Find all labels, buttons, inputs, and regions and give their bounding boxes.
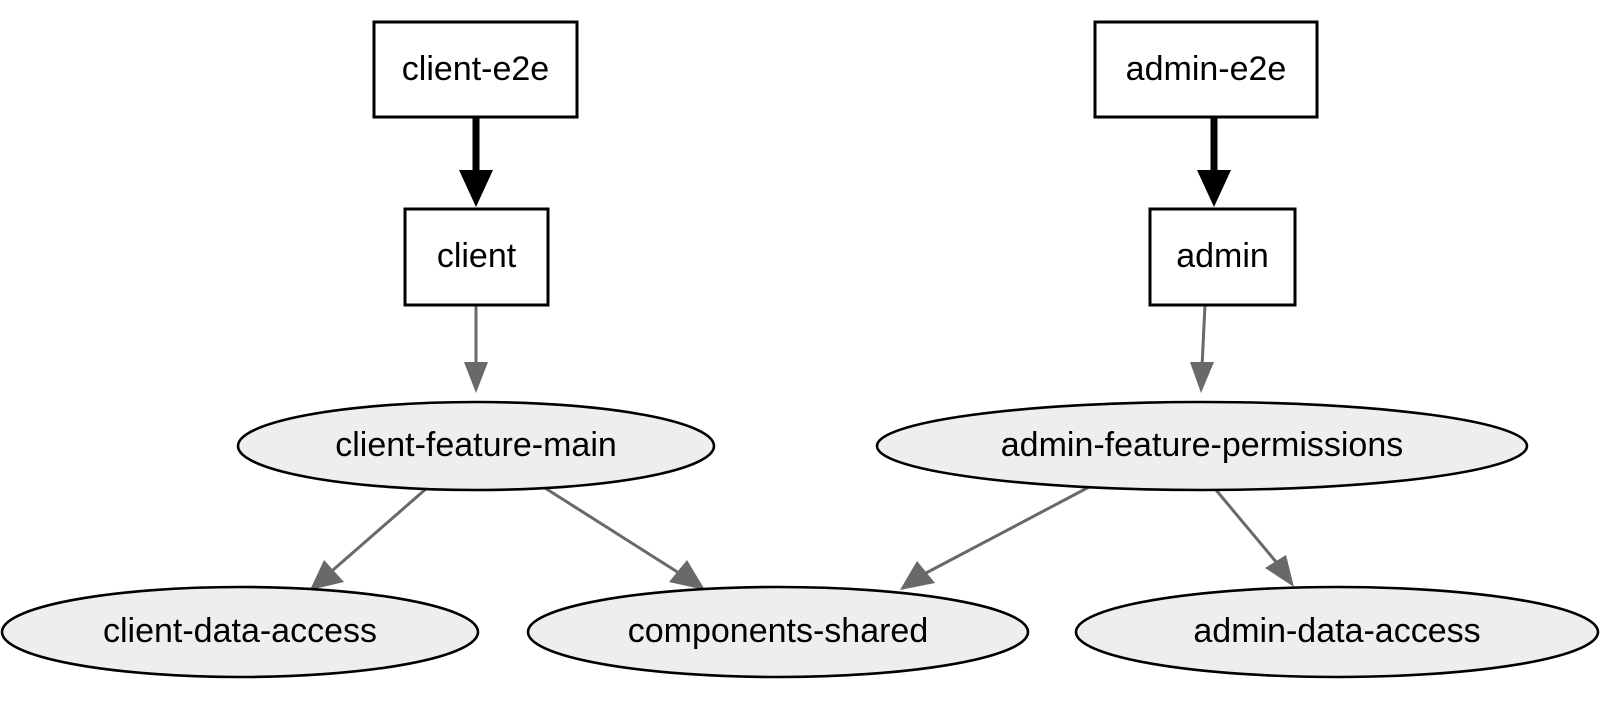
edge-admin-feature-permissions-to-components-shared[interactable]: [900, 484, 1092, 590]
arrowhead-icon: [464, 362, 488, 393]
edge-client-to-client-feature-main[interactable]: [464, 305, 488, 393]
node-shape-rect: [403, 207, 550, 307]
edge-layer: [310, 117, 1294, 590]
edge-admin-e2e-to-admin[interactable]: [1197, 117, 1231, 207]
node-client-feature-main[interactable]: client-feature-main: [236, 400, 716, 492]
edge-line: [332, 486, 428, 572]
edge-line: [925, 484, 1092, 575]
node-label: client-data-access: [103, 612, 377, 650]
arrowhead-icon: [1265, 555, 1294, 587]
node-label: client-e2e: [402, 50, 549, 88]
node-shape-ellipse: [875, 400, 1529, 492]
edge-line: [544, 486, 680, 575]
edge-admin-feature-permissions-to-admin-data-access[interactable]: [1214, 489, 1294, 587]
edge-client-e2e-to-client[interactable]: [459, 117, 493, 207]
node-client[interactable]: client: [403, 207, 550, 307]
node-label: admin-feature-permissions: [1001, 426, 1404, 464]
arrowhead-icon: [900, 561, 935, 590]
node-label: client-feature-main: [335, 426, 617, 464]
node-label: admin-data-access: [1193, 612, 1480, 650]
node-shape-rect: [1148, 207, 1297, 307]
node-shape-rect: [1093, 20, 1319, 119]
node-label: admin: [1176, 237, 1269, 275]
node-components-shared[interactable]: components-shared: [526, 585, 1030, 679]
node-shape-ellipse: [1074, 585, 1600, 679]
node-admin-e2e[interactable]: admin-e2e: [1093, 20, 1319, 119]
node-client-data-access[interactable]: client-data-access: [0, 585, 480, 679]
node-shape-ellipse: [0, 585, 480, 679]
node-admin-data-access[interactable]: admin-data-access: [1074, 585, 1600, 679]
node-layer: client-e2e admin-e2e client admin client…: [0, 20, 1600, 679]
arrowhead-icon: [1190, 362, 1214, 393]
node-admin-feature-permissions[interactable]: admin-feature-permissions: [875, 400, 1529, 492]
edge-client-feature-main-to-client-data-access[interactable]: [310, 486, 428, 590]
edge-admin-to-admin-feature-permissions[interactable]: [1190, 304, 1214, 393]
arrowhead-icon: [310, 560, 344, 590]
edge-client-feature-main-to-components-shared[interactable]: [544, 486, 705, 590]
node-label: admin-e2e: [1126, 50, 1287, 88]
arrowhead-icon: [669, 560, 705, 590]
node-admin[interactable]: admin: [1148, 207, 1297, 307]
node-client-e2e[interactable]: client-e2e: [372, 20, 579, 119]
node-shape-ellipse: [526, 585, 1030, 679]
node-shape-ellipse: [236, 400, 716, 492]
arrowhead-icon: [459, 170, 493, 207]
arrowhead-icon: [1197, 170, 1231, 207]
node-shape-rect: [372, 20, 579, 119]
edge-line: [1214, 489, 1279, 564]
node-label: components-shared: [628, 612, 929, 650]
node-label: client: [437, 237, 517, 275]
edge-line: [1200, 304, 1207, 368]
